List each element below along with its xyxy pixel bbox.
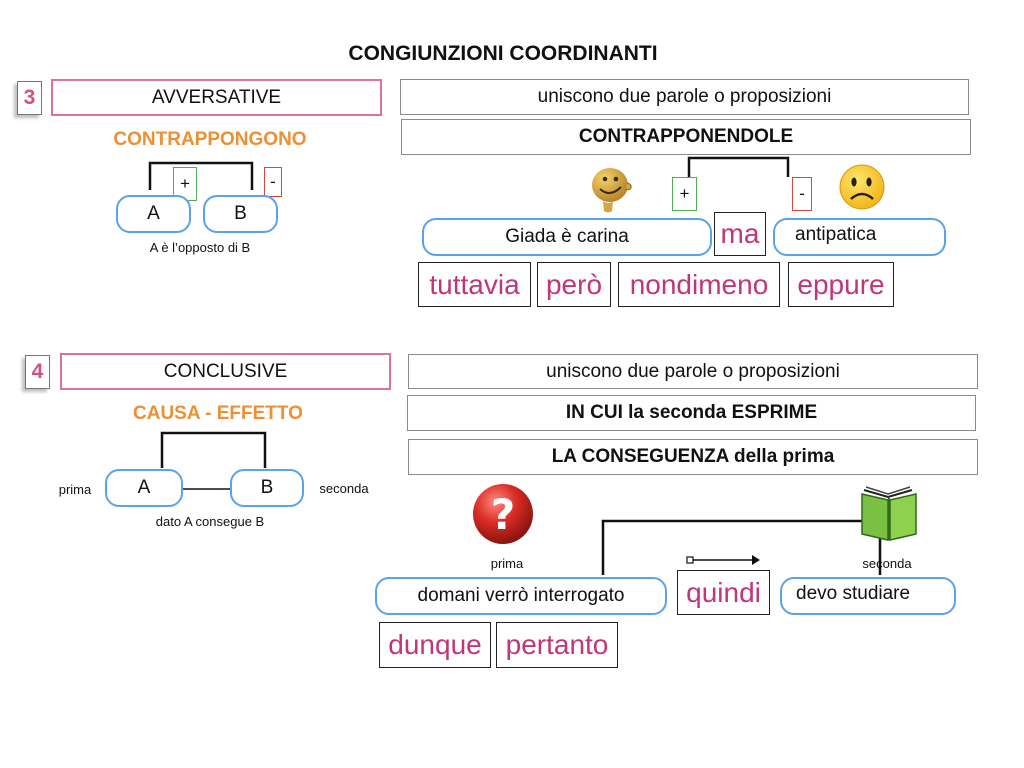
box-a-3: A — [116, 195, 191, 233]
caption-4: dato A consegue B — [155, 514, 265, 529]
example-label-first: prima — [490, 556, 524, 571]
plus-sign-right: + — [672, 177, 697, 211]
description-4-line1: uniscono due parole o proposizioni — [408, 354, 978, 389]
minus-sign-left: - — [264, 167, 282, 197]
bracket-left-4 — [160, 431, 267, 468]
word-dunque: dunque — [379, 622, 491, 668]
example-right-3-label: antipatica — [795, 224, 877, 245]
description-3-line2: CONTRAPPONENDOLE — [401, 119, 971, 155]
section-name-3: AVVERSATIVE — [51, 79, 382, 116]
example-conjunction-3: ma — [714, 212, 766, 256]
word-eppure: eppure — [788, 262, 894, 307]
question-mark-icon: ? — [473, 484, 533, 544]
example-right-4-label: devo studiare — [796, 583, 911, 604]
bracket-right-4 — [601, 519, 882, 575]
word-tuttavia: tuttavia — [418, 262, 531, 307]
example-right-3: antipatica — [773, 218, 946, 256]
example-left-3: Giada è carina — [422, 218, 712, 256]
label-first-4: prima — [58, 482, 92, 497]
example-label-second: seconda — [862, 556, 912, 571]
example-left-4: domani verrò interrogato — [375, 577, 667, 615]
example-right-4: devo studiare — [780, 577, 956, 615]
box-b-3: B — [203, 195, 278, 233]
word-pertanto: pertanto — [496, 622, 618, 668]
sad-face-icon — [839, 164, 885, 210]
label-second-4: seconda — [319, 481, 369, 496]
keyword-4: CAUSA - EFFETTO — [133, 403, 303, 424]
description-3-line1: uniscono due parole o proposizioni — [400, 79, 969, 115]
keyword-3: CONTRAPPONGONO — [113, 129, 307, 150]
word-pero: però — [537, 262, 611, 307]
page-title: CONGIUNZIONI COORDINANTI — [348, 42, 658, 65]
svg-text:?: ? — [491, 490, 515, 539]
description-4-line3: LA CONSEGUENZA della prima — [408, 439, 978, 475]
description-4-line2: IN CUI la seconda ESPRIME — [407, 395, 976, 431]
box-a-4: A — [105, 469, 183, 507]
box-b-4: B — [230, 469, 304, 507]
word-nondimeno: nondimeno — [618, 262, 780, 307]
section-number-3: 3 — [17, 81, 42, 115]
section-number-4: 4 — [25, 355, 50, 389]
smiley-icon — [592, 168, 632, 213]
minus-sign-right: - — [792, 177, 812, 211]
book-icon — [861, 486, 917, 541]
section-name-4: CONCLUSIVE — [60, 353, 391, 390]
caption-3: A è l’opposto di B — [149, 240, 251, 255]
bracket-right-3 — [687, 156, 790, 177]
example-conjunction-4: quindi — [677, 570, 770, 615]
bracket-left-3 — [148, 161, 254, 190]
